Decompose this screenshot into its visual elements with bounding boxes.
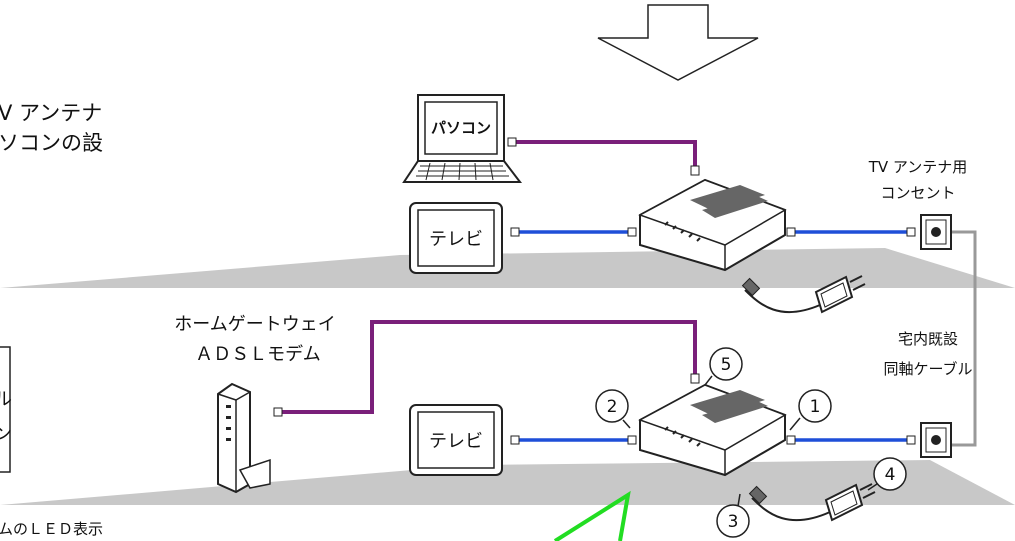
callout-4-number: 4 [885, 465, 896, 485]
down-arrow-icon [597, 4, 759, 81]
coax-label-line2: 同軸ケーブル [883, 360, 972, 378]
callout-3-number: 3 [728, 512, 739, 532]
antenna-outlet-top-icon [920, 214, 952, 250]
power-adapter-top-icon [741, 275, 866, 314]
highlight-arrow-icon [553, 490, 631, 541]
laptop-icon [402, 94, 523, 183]
lan-cable-bottom [280, 320, 697, 414]
callout-3: 3 [716, 493, 750, 538]
tv-bottom-icon [409, 404, 503, 476]
led-caption: ムのＬＥＤ表示 [0, 520, 103, 538]
floor-bottom [0, 460, 1015, 505]
left-box-char2: ン [0, 424, 12, 445]
callout-5-number: 5 [721, 355, 732, 375]
splitter-top-icon [638, 178, 787, 272]
pc-label: パソコン [431, 119, 491, 137]
antenna-outlet-bottom-icon [920, 422, 952, 458]
gateway-label-line1: ホームゲートウェイ [174, 314, 335, 335]
gateway-modem-icon [217, 382, 271, 494]
tv-bottom-label: テレビ [429, 431, 483, 452]
tv-top-label: テレビ [429, 229, 483, 250]
coax-label-line1: 宅内既設 [898, 330, 958, 348]
outlet-label-line2: コンセント [880, 184, 955, 202]
left-text-line2: ソコンの設 [0, 131, 103, 155]
left-box-char1: ル [0, 389, 12, 410]
callout-1: 1 [789, 389, 832, 431]
gateway-label-line2: ＡＤＳＬモデム [195, 344, 321, 365]
callout-2-number: 2 [607, 397, 618, 417]
left-text-line1: V アンテナ [0, 101, 102, 125]
power-adapter-bottom-icon [748, 483, 876, 522]
splitter-bottom-icon [638, 383, 787, 477]
tv-top-icon [409, 202, 503, 274]
outlet-label-line1: TV アンテナ用 [868, 158, 968, 176]
coax-cable-outlets [952, 230, 977, 447]
floor-top [0, 248, 1015, 288]
callout-4: 4 [867, 457, 907, 491]
left-info-box [0, 346, 11, 473]
lan-cable-top [512, 140, 697, 168]
callout-1-number: 1 [810, 397, 821, 417]
callout-5: 5 [704, 347, 743, 386]
callout-2: 2 [595, 389, 631, 429]
